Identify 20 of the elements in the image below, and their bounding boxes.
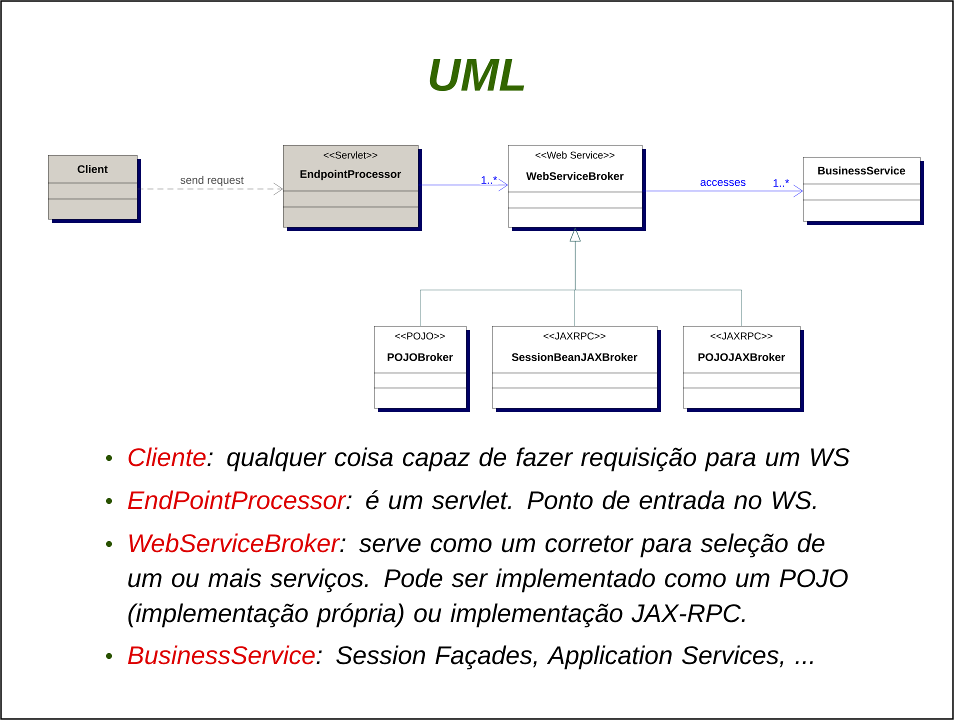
title: UML <box>430 58 524 92</box>
association-arrow <box>418 178 508 192</box>
association-arrow <box>137 182 283 196</box>
class-box: <<Servlet>> EndpointProcessor <box>282 145 422 231</box>
bullet-item: WebServiceBroker: serve como um corretor para seleção de um ou mais serviços. Pode ser implementado como um POJO (implementação própria) ou implementação JAX-RPC. <box>128 534 848 628</box>
bullet-item: EndPointProcessor: é um servlet. Ponto de entrada no WS. <box>128 490 816 510</box>
multiplicity-label: 1..* <box>772 178 790 188</box>
generalization-arrow <box>570 228 742 326</box>
bullet-item: Cliente: qualquer coisa capaz de fazer requisição para um WS <box>128 448 850 472</box>
edge-label: 1..* <box>480 175 498 185</box>
class-box: <<Web Service>> WebServiceBroker <box>508 145 646 231</box>
edge-label: accesses <box>699 178 747 187</box>
bullet-item: BusinessService: Session Façades, Application Services, ... <box>128 646 813 670</box>
class-box: BusinessService <box>802 157 924 225</box>
class-box: <<POJO>> POJOBroker <box>374 326 470 412</box>
class-box: Client <box>48 155 141 223</box>
edge-label: send request <box>179 174 245 188</box>
association-arrow <box>642 184 803 198</box>
class-box: <<JAXRPC>> POJOJAXBroker <box>682 326 804 412</box>
class-box: <<JAXRPC>> SessionBeanJAXBroker <box>492 326 661 412</box>
